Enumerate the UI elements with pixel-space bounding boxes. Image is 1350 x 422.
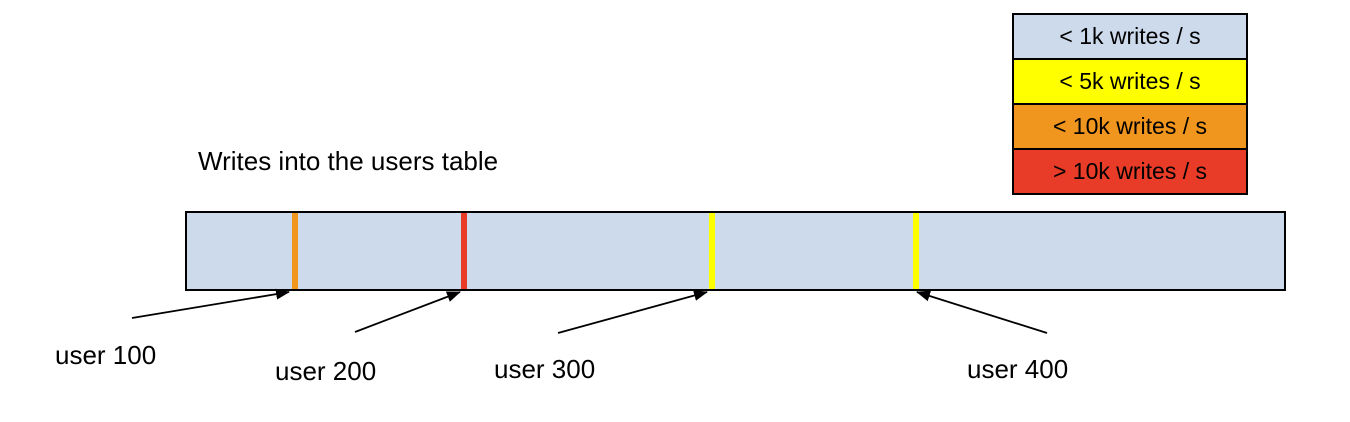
legend-item-gt-10k: > 10k writes / s	[1012, 148, 1248, 195]
arrow-user-400	[916, 290, 1048, 334]
legend-item-lt-1k: < 1k writes / s	[1012, 13, 1248, 60]
legend: < 1k writes / s < 5k writes / s < 10k wr…	[1012, 13, 1248, 195]
label-user-300: user 300	[494, 354, 596, 384]
legend-item-lt-10k: < 10k writes / s	[1012, 103, 1248, 150]
legend-item-lt-5k: < 5k writes / s	[1012, 58, 1248, 105]
label-user-100: user 100	[55, 340, 157, 370]
arrow-user-200	[354, 291, 461, 333]
label-user-200: user 200	[275, 356, 377, 386]
users-table-bar	[185, 211, 1286, 291]
diagram-title: Writes into the users table	[198, 146, 499, 176]
legend-item-lt-5k-label: < 5k writes / s	[1059, 68, 1201, 94]
arrow-user-300	[557, 290, 708, 334]
legend-item-gt-10k-label: > 10k writes / s	[1052, 158, 1208, 184]
label-user-400: user 400	[967, 354, 1069, 384]
marker-user-200	[461, 213, 467, 289]
marker-user-300	[709, 213, 715, 289]
legend-item-lt-1k-label: < 1k writes / s	[1059, 23, 1201, 49]
legend-item-lt-10k-label: < 10k writes / s	[1052, 113, 1208, 139]
marker-user-400	[913, 213, 919, 289]
marker-user-100	[292, 213, 298, 289]
arrow-user-100	[131, 288, 290, 319]
